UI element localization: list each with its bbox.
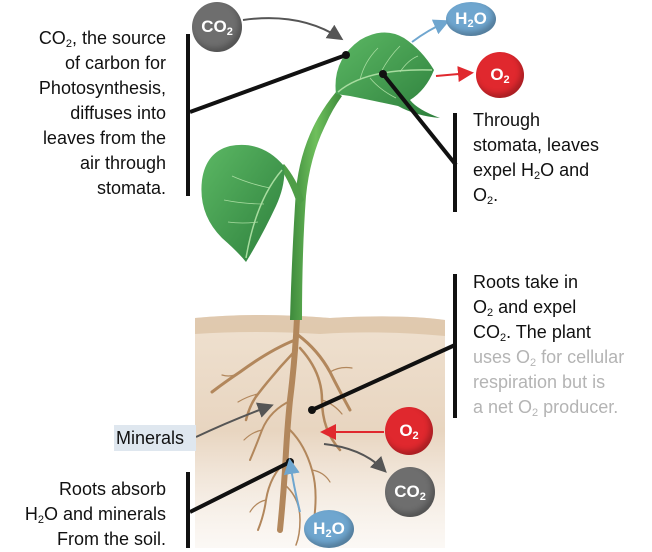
petiole-left [280,164,304,206]
soil-surface [195,315,445,336]
caption-roots-absorb: Roots absorb H2O and minerals From the s… [24,479,166,549]
caption-co2-source: CO2, the source of carbon for Photosynth… [38,28,166,198]
arrow-h2o-in [283,458,301,513]
leaf-left [201,144,285,262]
caption-stomata: Through stomata, leaves expel H2O and O2… [473,110,600,207]
minerals-label: Minerals [114,425,196,451]
stem [290,92,342,320]
co2-badge-root: CO2 [385,467,435,517]
h2o-badge-bottom: H2O [304,510,354,548]
caption-roots-take: Roots take in O2 and expel CO2. The plan… [473,272,625,419]
o2-badge-root: O2 [385,407,433,455]
bracket-lines [186,34,458,548]
o2-badge-top: O2 [476,52,524,98]
roots [210,315,353,546]
arrow-co2-in [242,17,344,41]
leaf-top [335,32,440,118]
arrow-minerals [195,402,274,438]
arrow-o2-out [435,66,474,83]
h2o-badge-top: H2O [446,2,496,36]
arrow-co2-out [323,443,387,473]
co2-badge-top: CO2 [192,2,242,52]
arrow-h2o-out [411,19,450,43]
